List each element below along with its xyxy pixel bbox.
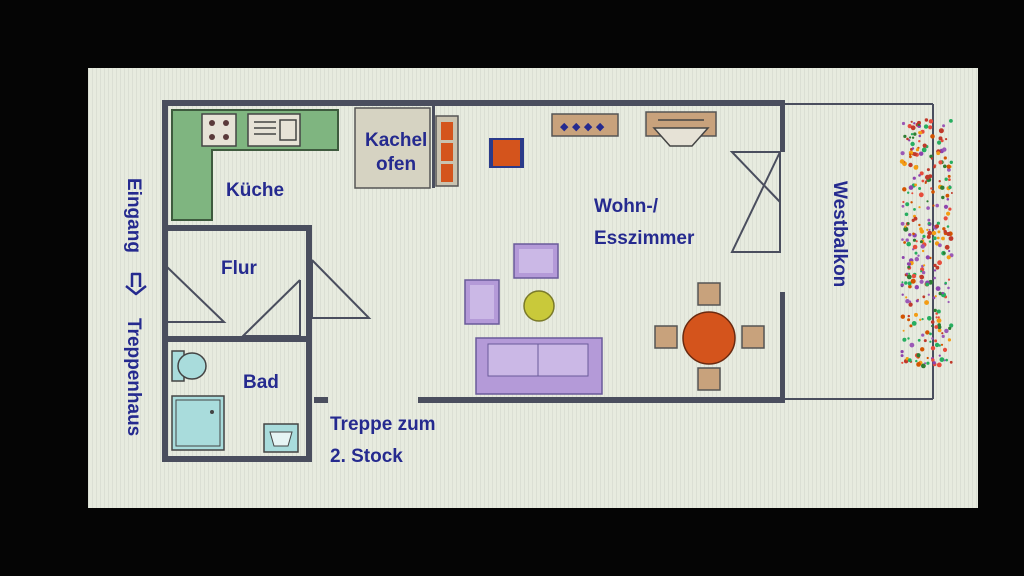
arrow-icon <box>125 272 147 296</box>
balcony-door-lower <box>729 151 781 203</box>
sofa <box>475 337 603 395</box>
dining-set <box>654 282 765 391</box>
svg-text:◆ ◆ ◆ ◆: ◆ ◆ ◆ ◆ <box>560 120 605 133</box>
tile-stove <box>354 107 459 189</box>
flur-right-wall <box>306 225 312 462</box>
stairs-note-line2: 2. Stock <box>330 446 403 467</box>
coffee-table <box>523 290 555 322</box>
entrance-door <box>165 265 227 323</box>
flur-bad-wall <box>162 336 312 342</box>
tv-cabinet <box>645 111 717 147</box>
doors <box>165 151 781 337</box>
toilet <box>171 350 207 382</box>
stairs-note-line1: Treppe zum <box>330 414 436 435</box>
washbasin <box>263 423 299 453</box>
bath-label: Bad <box>243 372 279 393</box>
shower <box>171 395 225 451</box>
stove-partition <box>432 106 435 188</box>
kitchen-label: Küche <box>226 180 284 201</box>
dining-table <box>682 311 736 365</box>
top-wall <box>162 100 784 106</box>
stairwell-label: Treppenhaus <box>123 318 144 436</box>
sink <box>247 113 301 147</box>
living-label-line1: Wohn-/ <box>594 196 659 217</box>
right-wall-lower <box>780 292 785 403</box>
living-label-line2: Esszimmer <box>594 228 695 249</box>
floor-plan: ◆ ◆ ◆ ◆ <box>123 100 954 467</box>
bottom-wall-left <box>162 456 312 462</box>
sideboard: ◆ ◆ ◆ ◆ <box>551 113 619 137</box>
stove-label-line2: ofen <box>376 154 416 175</box>
balcony-label: Westbalkon <box>829 181 850 287</box>
armchair-center <box>513 243 559 279</box>
armchair-top <box>489 138 524 168</box>
floor-plan-panel: ◆ ◆ ◆ ◆ <box>88 68 978 508</box>
living-door <box>311 259 372 319</box>
kitchen-counter <box>171 109 339 221</box>
balcony-door-upper <box>730 151 781 253</box>
bath-door <box>240 279 301 337</box>
right-wall-upper <box>780 100 785 152</box>
entrance-label: Eingang <box>123 178 144 253</box>
wall-stub <box>314 397 328 403</box>
cooktop <box>201 113 237 147</box>
kitchen-flur-wall <box>162 225 312 231</box>
armchair-left <box>464 279 500 325</box>
bottom-wall-right <box>418 397 784 403</box>
stove-label-line1: Kachel <box>365 130 427 151</box>
hall-label: Flur <box>221 258 257 279</box>
plants-icon <box>899 118 954 369</box>
